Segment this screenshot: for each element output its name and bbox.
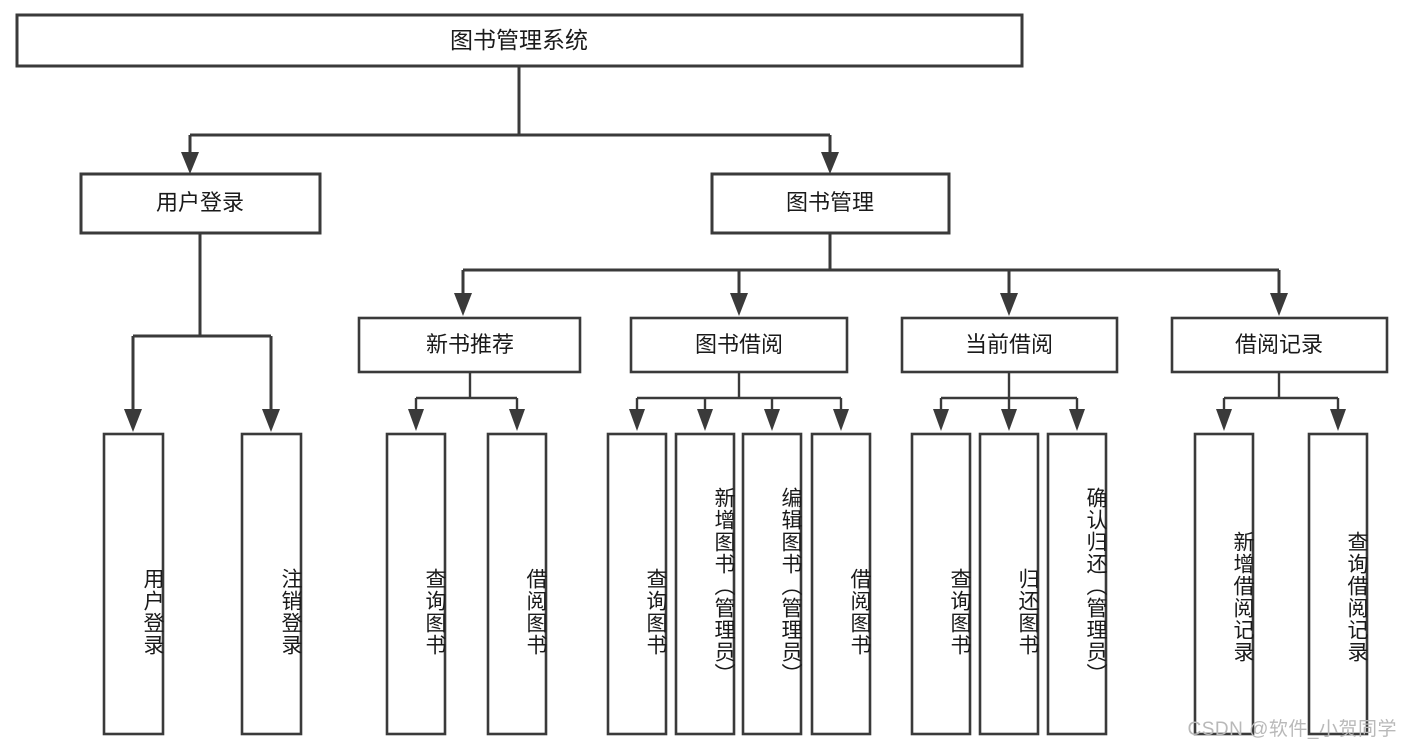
- node-book-borrow-box: [629, 316, 849, 374]
- node-leaf-query-record-box: [1307, 432, 1369, 736]
- arrowhead-leaf-query-record: [1330, 409, 1346, 431]
- edge-group-borrow-record: [1216, 372, 1346, 431]
- arrowhead-leaf-edit-book: [764, 409, 780, 431]
- node-new-book-rec-label: 新书推荐: [426, 332, 514, 357]
- node-current-borrow-label: 当前借阅: [965, 332, 1053, 357]
- arrowhead-leaf-confirm-return: [1069, 409, 1085, 431]
- arrowhead-new-book-rec: [454, 293, 472, 316]
- node-leaf-user-login-box: [102, 432, 165, 736]
- node-leaf-edit-book[interactable]: [741, 432, 803, 736]
- edge-group-root: [181, 66, 839, 174]
- node-borrow-record-label: 借阅记录: [1235, 332, 1323, 357]
- node-book-manage-label: 图书管理: [786, 190, 874, 215]
- node-user-login[interactable]: 用户登录: [79, 172, 322, 235]
- node-root-label: 图书管理系统: [450, 27, 588, 53]
- node-leaf-query-book-1-box: [385, 432, 447, 736]
- node-leaf-return-book[interactable]: [978, 432, 1040, 736]
- node-leaf-query-record[interactable]: [1307, 432, 1369, 736]
- node-book-manage[interactable]: 图书管理: [710, 172, 951, 235]
- node-leaf-borrow-book-2[interactable]: [810, 432, 872, 736]
- node-leaf-user-login[interactable]: [102, 432, 165, 736]
- edge-group-book-borrow: [629, 372, 849, 431]
- node-leaf-add-book-box: [674, 432, 736, 736]
- node-current-borrow-box: [900, 316, 1119, 374]
- node-leaf-add-record-box: [1193, 432, 1255, 736]
- arrowhead-book-borrow: [730, 293, 748, 316]
- node-borrow-record-box: [1170, 316, 1389, 374]
- arrowhead-leaf-query-book-1: [408, 409, 424, 431]
- node-user-login-box: [79, 172, 322, 235]
- node-user-login-label: 用户登录: [156, 190, 244, 215]
- node-leaf-edit-book-box: [741, 432, 803, 736]
- node-leaf-query-book-1[interactable]: [385, 432, 447, 736]
- arrowhead-leaf-user-logout: [262, 409, 280, 432]
- arrowhead-leaf-query-book-2: [629, 409, 645, 431]
- arrowhead-leaf-borrow-book-2: [833, 409, 849, 431]
- node-leaf-borrow-book-2-box: [810, 432, 872, 736]
- arrowhead-leaf-user-login: [124, 409, 142, 432]
- node-borrow-record[interactable]: 借阅记录: [1170, 316, 1389, 374]
- node-leaf-borrow-book-1[interactable]: [486, 432, 548, 736]
- arrowhead-leaf-add-book: [697, 409, 713, 431]
- edge-group-user-login: [124, 233, 280, 432]
- node-current-borrow[interactable]: 当前借阅: [900, 316, 1119, 374]
- node-leaf-user-logout[interactable]: [240, 432, 303, 736]
- node-leaf-add-record[interactable]: [1193, 432, 1255, 736]
- arrowhead-leaf-return-book: [1001, 409, 1017, 431]
- node-book-borrow-label: 图书借阅: [695, 332, 783, 357]
- node-book-borrow[interactable]: 图书借阅: [629, 316, 849, 374]
- node-leaf-return-book-box: [978, 432, 1040, 736]
- arrowhead-leaf-borrow-book-1: [509, 409, 525, 431]
- node-leaf-borrow-book-1-box: [486, 432, 548, 736]
- arrowhead-leaf-add-record: [1216, 409, 1232, 431]
- node-leaf-confirm-return-box: [1046, 432, 1108, 736]
- edge-group-book-manage: [454, 233, 1288, 316]
- arrowhead-user-login: [181, 152, 199, 174]
- node-leaf-user-logout-box: [240, 432, 303, 736]
- node-leaf-query-book-3[interactable]: [910, 432, 972, 736]
- node-leaf-query-book-2[interactable]: [606, 432, 668, 736]
- node-leaf-query-book-3-box: [910, 432, 972, 736]
- arrowhead-leaf-query-book-3: [933, 409, 949, 431]
- arrowhead-book-manage: [821, 152, 839, 174]
- node-root-box: [15, 13, 1024, 68]
- arrowhead-current-borrow: [1000, 293, 1018, 316]
- node-book-manage-box: [710, 172, 951, 235]
- node-new-book-rec[interactable]: 新书推荐: [357, 316, 582, 374]
- node-leaf-confirm-return[interactable]: [1046, 432, 1108, 736]
- edge-group-new-book-rec: [408, 372, 525, 431]
- csdn-watermark: CSDN @软件_小贺同学: [1187, 719, 1397, 740]
- node-leaf-add-book[interactable]: [674, 432, 736, 736]
- edge-group-current-borrow: [933, 372, 1085, 431]
- node-root[interactable]: 图书管理系统: [15, 13, 1024, 68]
- arrowhead-borrow-record: [1270, 293, 1288, 316]
- node-leaf-query-book-2-box: [606, 432, 668, 736]
- node-new-book-rec-box: [357, 316, 582, 374]
